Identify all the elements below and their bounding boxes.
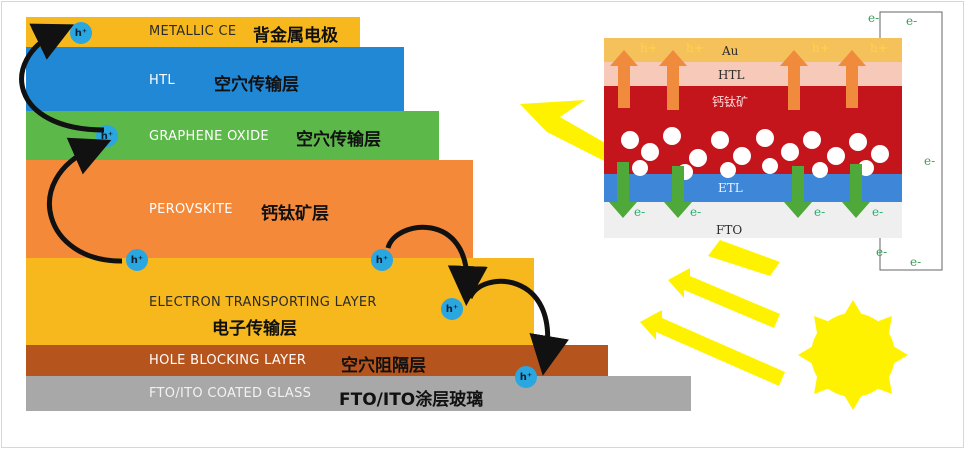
stack-label-fto: FTO [716,223,742,237]
stack-electron-label: e- [872,205,883,219]
stack-label-etl: ETL [718,181,743,195]
layer-glass [26,376,691,411]
hole-marker: h⁺ [126,249,148,271]
stack-label-perovskite: 钙钛矿 [712,94,748,109]
label-graphene-oxide: GRAPHENE OXIDE [149,129,269,144]
zh-label-graphene-oxide: 空穴传输层 [296,130,381,150]
zh-label-metallic-ce: 背金属电极 [253,26,338,46]
hole-marker: h⁺ [70,22,92,44]
circuit-electron-label: e- [924,154,935,168]
arrow-hop-1 [385,224,488,306]
sun-icon [798,300,908,410]
circuit-electron-label: e- [910,255,921,269]
light-arrow [668,268,780,328]
zh-label-htl: 空穴传输层 [214,75,299,95]
stack-electron-label: e- [634,205,645,219]
stack-electron-label: e- [814,205,825,219]
hole-up-arrows [610,50,866,110]
label-hole-blocking: HOLE BLOCKING LAYER [149,353,307,368]
stack-hole-label: h+ [812,41,830,55]
stack-hole-label: h+ [870,41,888,55]
stack-label-htl: HTL [718,68,744,82]
zh-label-perovskite: 钙钛矿层 [261,204,329,224]
stack-electron-label: e- [690,205,701,219]
light-arrow [640,310,785,386]
light-arrow [708,240,780,276]
label-metallic-ce: METALLIC CE [149,24,237,39]
label-etl: ELECTRON TRANSPORTING LAYER [149,295,377,310]
stack-hole-label: h+ [640,41,658,55]
circuit-electron-label: e- [906,14,917,28]
layer-hole-blocking [26,345,608,376]
arrow-go-to-metal [19,23,105,133]
hole-marker: h⁺ [371,249,393,271]
stack-hole-label: h+ [686,41,704,55]
stack-label-au: Au [721,44,739,58]
label-htl: HTL [149,73,175,88]
label-perovskite: PEROVSKITE [149,202,233,217]
layer-htl [26,47,404,111]
arrow-perovskite-to-go [47,137,123,264]
zh-label-hole-blocking: 空穴阻隔层 [341,356,426,376]
arrow-hop-2 [467,278,569,376]
electron-down-arrows [609,162,870,218]
zh-label-etl: 电子传输层 [212,319,297,339]
circuit-electron-label: e- [868,11,879,25]
circuit-wire [879,11,943,271]
zh-label-glass: FTO/ITO涂层玻璃 [339,390,484,410]
circuit-electron-label: e- [876,245,887,259]
label-glass: FTO/ITO COATED GLASS [149,386,312,401]
layer-perovskite [26,160,473,258]
